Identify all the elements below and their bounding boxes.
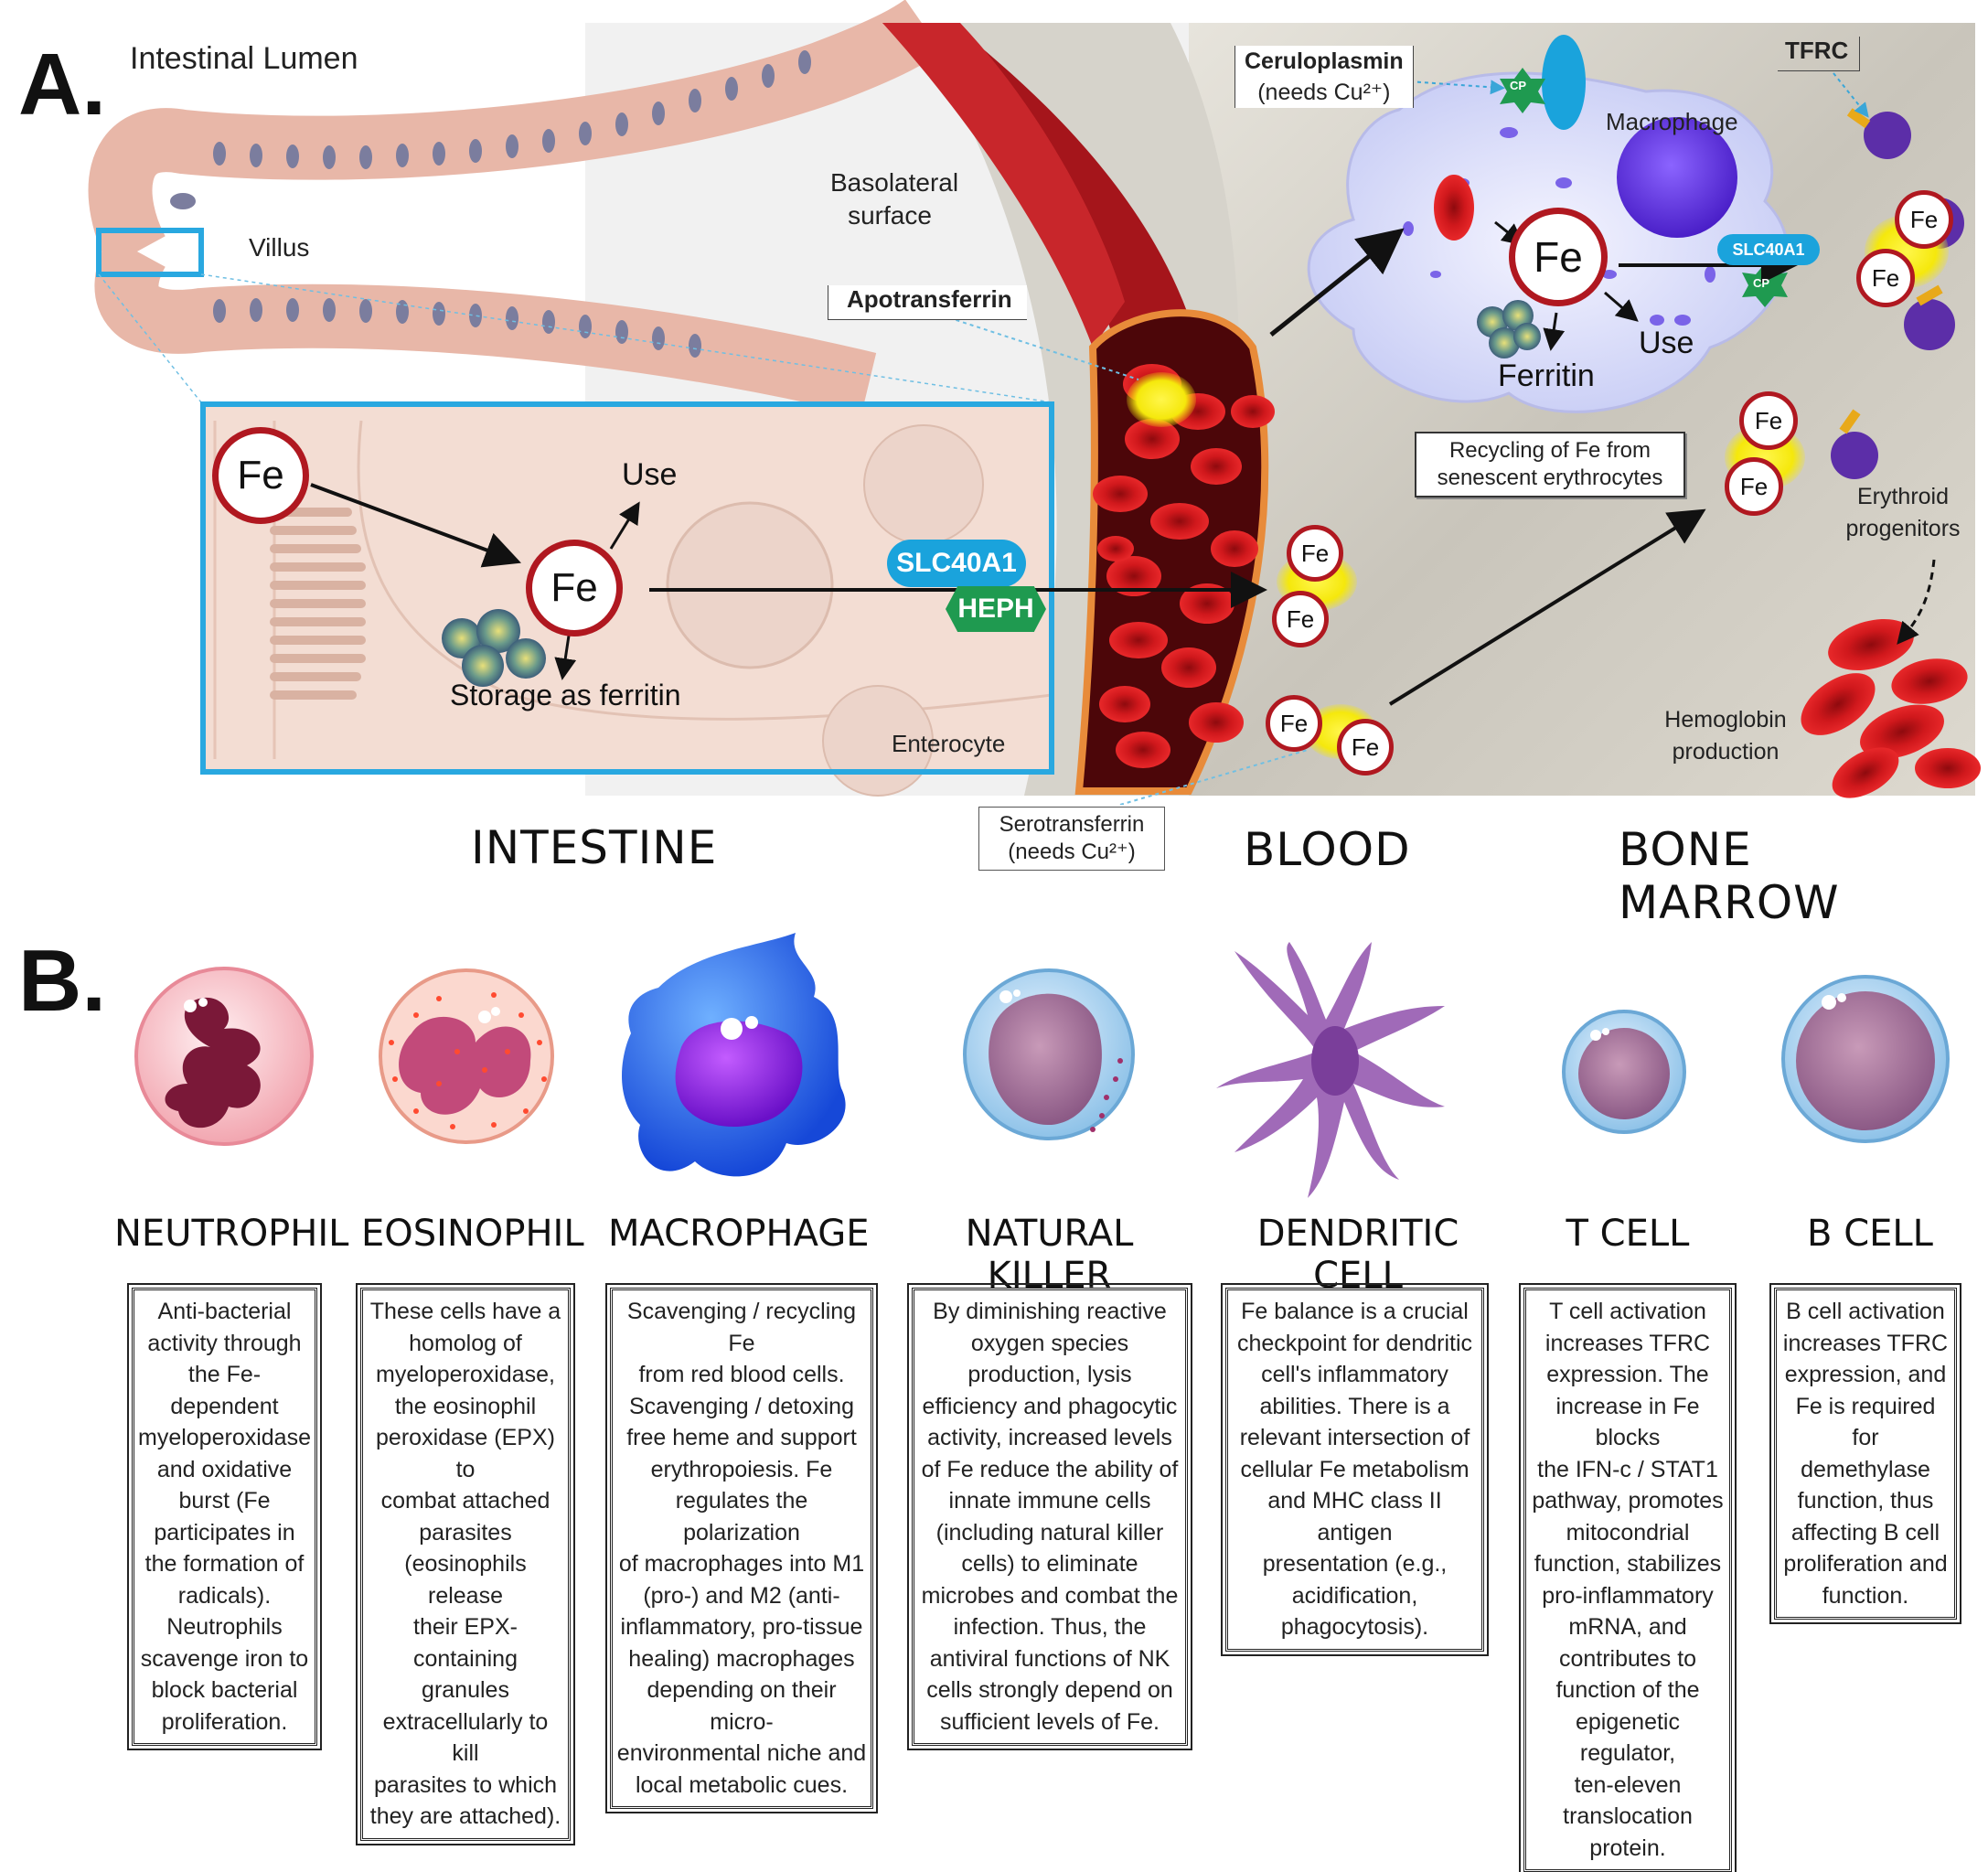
fe-progenitor-4: Fe	[1725, 457, 1783, 516]
mature-red-cells	[1801, 618, 1981, 798]
ceruloplasmin-line1: Ceruloplasmin	[1245, 48, 1404, 74]
title-natural-killer: NATURAL KILLER	[965, 1213, 1134, 1297]
tfrc-label: TFRC	[1778, 37, 1861, 71]
fe-progenitor-3: Fe	[1739, 391, 1798, 450]
title-t-cell: T CELL	[1566, 1213, 1690, 1255]
title-neutrophil: NEUTROPHIL	[114, 1213, 349, 1255]
title-macrophage: MACROPHAGE	[608, 1213, 870, 1255]
t-cell-illustration	[1562, 1010, 1686, 1134]
basolateral-line1: Basolateral	[830, 168, 959, 197]
serotransferrin-line1: Serotransferrin	[999, 812, 1145, 837]
enterocyte-label: Enterocyte	[892, 730, 1006, 757]
basolateral-line2: surface	[848, 201, 932, 230]
title-eosinophil: EOSINOPHIL	[361, 1213, 584, 1255]
fe-lumen: Fe	[212, 427, 309, 524]
serotransferrin-line2: (needs Cu²⁺)	[1008, 840, 1136, 864]
b-cell-illustration	[1781, 975, 1950, 1143]
fe-progenitor-2: Fe	[1856, 249, 1915, 307]
use-label-macrophage: Use	[1639, 326, 1694, 360]
fe-transferrin-4: Fe	[1337, 719, 1394, 776]
iron-flow-arrows	[310, 72, 1936, 805]
fe-transferrin-2: Fe	[1272, 591, 1329, 647]
recycling-line1: Recycling of Fe from	[1448, 438, 1651, 463]
heph-enzyme: HEPH	[946, 586, 1046, 632]
macrophage-illustration	[622, 933, 846, 1177]
erythroid-line2: progenitors	[1845, 516, 1961, 541]
fe-progenitor-1: Fe	[1895, 190, 1953, 249]
blood-vessel	[882, 23, 1377, 795]
hemoglobin-line2: production	[1672, 739, 1780, 765]
eosinophil-illustration	[379, 968, 554, 1144]
panel-a-label: A.	[18, 36, 106, 134]
use-label-enterocyte: Use	[622, 457, 678, 492]
title-b-cell: B CELL	[1807, 1213, 1933, 1255]
erythroid-progenitors-label: Erythroid progenitors	[1836, 481, 1970, 545]
section-blood: BLOOD	[1244, 823, 1411, 876]
slc40a1-transporter: SLC40A1	[887, 540, 1026, 587]
dendritic-cell-illustration	[1216, 942, 1445, 1198]
basolateral-surface-label: Basolateral surface	[830, 166, 959, 232]
title-dendritic-cell: DENDRITIC CELL	[1256, 1213, 1459, 1297]
natural-killer-illustration	[963, 968, 1135, 1140]
fe-transferrin-3: Fe	[1266, 695, 1322, 752]
storage-ferritin-label: Storage as ferritin	[450, 679, 681, 711]
neutrophil-illustration	[134, 967, 314, 1146]
ceruloplasmin-line2: (needs Cu²⁺)	[1257, 80, 1391, 105]
apotransferrin-label: Apotransferrin	[828, 285, 1027, 320]
fe-transferrin-1: Fe	[1287, 525, 1343, 582]
immune-cells-illustration	[134, 933, 1950, 1198]
fe-macrophage: Fe	[1509, 208, 1608, 306]
ceruloplasmin-label: Ceruloplasmin (needs Cu²⁺)	[1234, 46, 1414, 108]
slc40a1-macrophage: SLC40A1	[1717, 234, 1820, 265]
erythroid-line1: Erythroid	[1856, 484, 1950, 509]
cp-label-ceruloplasmin: CP	[1510, 79, 1527, 92]
recycling-line2: senescent erythrocytes	[1437, 465, 1663, 490]
intestinal-lumen-label: Intestinal Lumen	[130, 41, 358, 76]
ferritin-label: Ferritin	[1498, 358, 1595, 393]
villus-epithelium	[88, 0, 1053, 416]
section-intestine: INTESTINE	[471, 821, 718, 874]
villus-label: Villus	[249, 233, 310, 262]
panel-b-label: B.	[18, 932, 106, 1030]
serotransferrin-label: Serotransferrin (needs Cu²⁺)	[978, 807, 1165, 871]
fe-enterocyte: Fe	[526, 540, 623, 636]
section-bone-marrow: BONE MARROW	[1619, 823, 1840, 929]
cp-label-export: CP	[1753, 276, 1770, 290]
macrophage-label: Macrophage	[1606, 108, 1738, 135]
hemoglobin-line1: Hemoglobin	[1664, 707, 1787, 733]
recycling-label: Recycling of Fe from senescent erythrocy…	[1415, 432, 1685, 497]
hemoglobin-production-label: Hemoglobin production	[1657, 704, 1794, 768]
